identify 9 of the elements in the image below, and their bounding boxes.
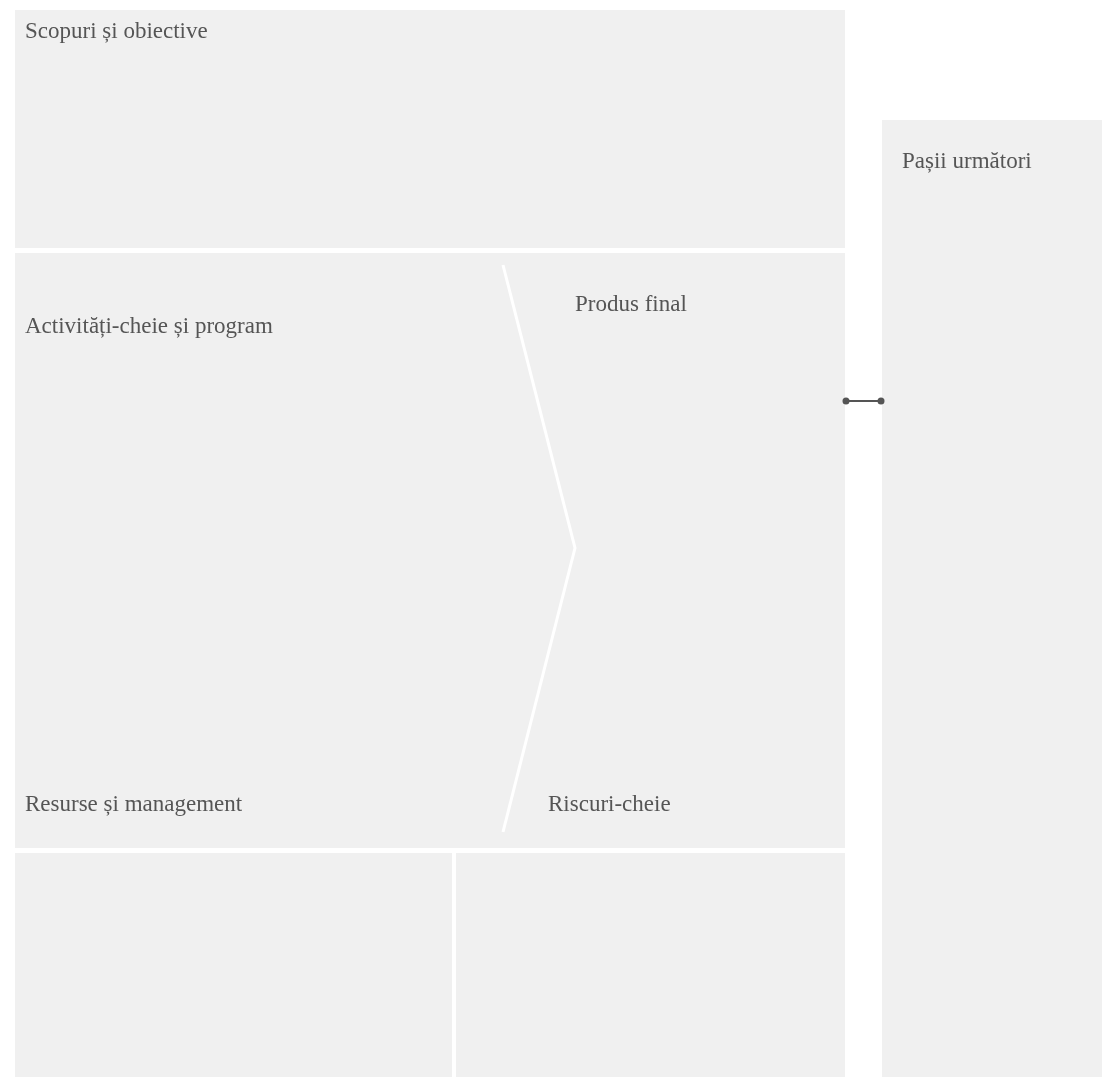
section-heading: Activități-cheie și program (25, 313, 273, 339)
section-heading: Pașii următori (902, 148, 1032, 174)
connector-line (842, 397, 885, 405)
section-heading: Riscuri-cheie (548, 791, 671, 817)
section-heading: Scopuri și obiective (25, 18, 208, 44)
panel (882, 120, 1102, 1077)
section-heading: Produs final (575, 291, 687, 317)
panel (502, 253, 845, 848)
section-heading: Resurse și management (25, 791, 243, 817)
